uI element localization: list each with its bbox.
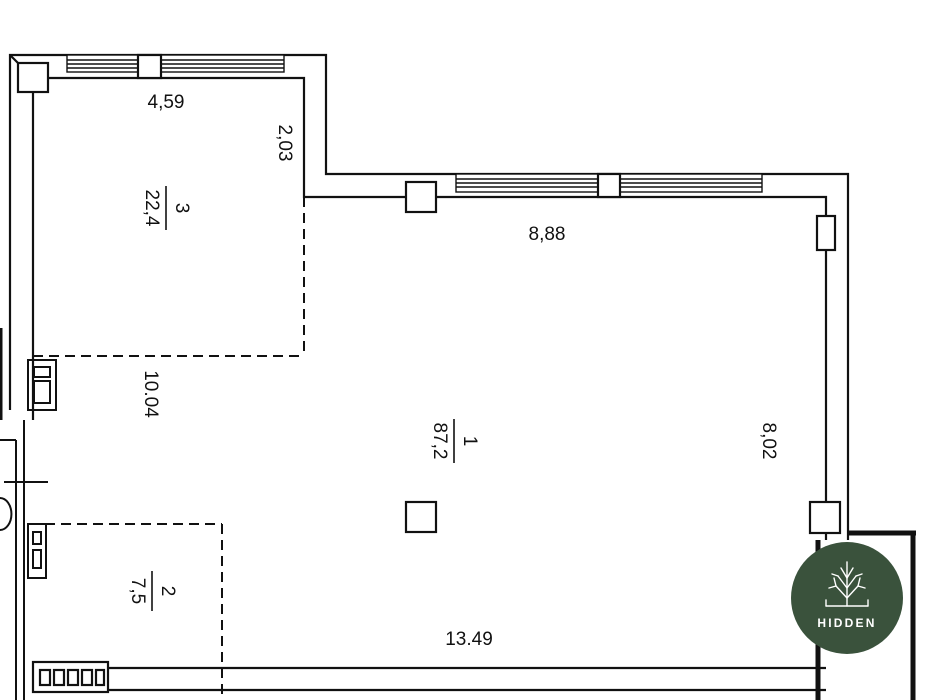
room-label-2: 2 7,5 bbox=[127, 571, 178, 611]
room-number: 3 bbox=[171, 203, 192, 214]
outer-wall bbox=[8, 53, 850, 540]
room-label-3: 3 22,4 bbox=[141, 186, 192, 230]
dashed-room-divisions bbox=[33, 197, 305, 700]
room-number: 1 bbox=[459, 436, 480, 447]
tree-icon bbox=[825, 561, 869, 607]
room-area: 87,2 bbox=[429, 423, 450, 460]
hidden-logo: HIDDEN bbox=[791, 542, 903, 654]
dim-bottom-width: 13.49 bbox=[445, 629, 493, 650]
dim-right-height: 8,02 bbox=[758, 423, 779, 460]
dim-top-left-width: 4,59 bbox=[148, 92, 185, 113]
window-top-left bbox=[66, 54, 285, 73]
dim-short-wall: 2,03 bbox=[274, 125, 295, 162]
dim-left-height: 10.04 bbox=[140, 370, 161, 418]
columns bbox=[16, 53, 842, 535]
logo-text: HIDDEN bbox=[817, 616, 876, 630]
room-number: 2 bbox=[157, 586, 178, 597]
dim-top-right-width: 8,88 bbox=[529, 224, 566, 245]
room-label-1: 1 87,2 bbox=[429, 419, 480, 463]
room-area: 7,5 bbox=[127, 578, 148, 604]
left-wall-details bbox=[0, 328, 57, 700]
bottom-wall bbox=[31, 660, 826, 694]
room-area: 22,4 bbox=[141, 190, 162, 227]
